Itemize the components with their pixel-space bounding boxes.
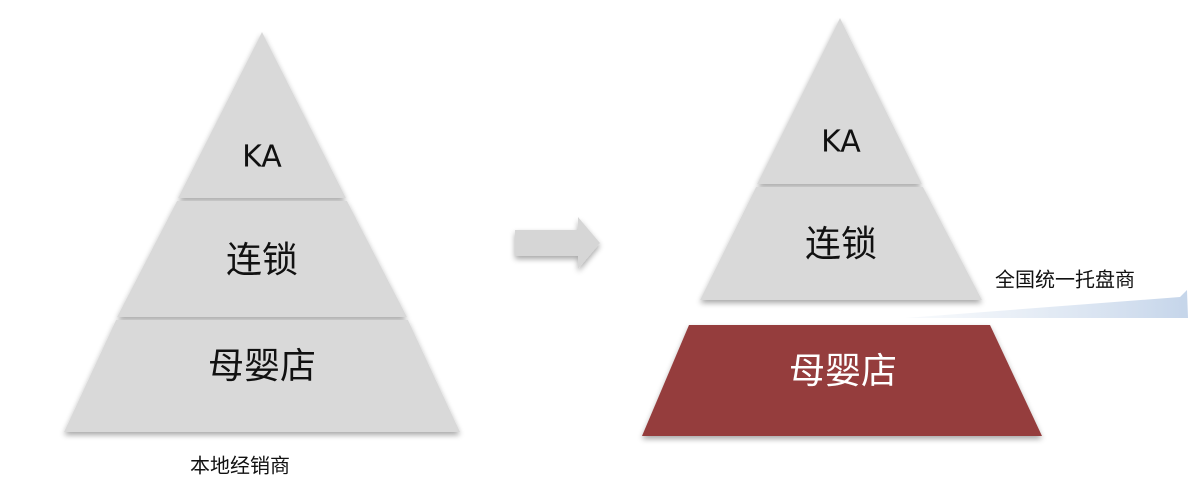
left-pyramid [64, 32, 460, 432]
right-tier-ka [757, 18, 922, 184]
right-tier-chain-label: 连锁 [805, 224, 877, 265]
left-tier-ka [178, 32, 346, 198]
right-tier-maternity-store-group [642, 325, 1042, 436]
callout-label: 全国统一托盘商 [995, 268, 1135, 292]
right-tier-maternity-store [642, 325, 1042, 436]
right-tier-ka-label: KA [821, 125, 861, 160]
left-tier-chain [117, 201, 407, 317]
left-caption: 本地经销商 [190, 454, 290, 478]
left-tier-maternity-store-label: 母婴店 [208, 346, 316, 387]
left-tier-chain-label: 连锁 [226, 240, 298, 281]
callout-wedge [905, 290, 1188, 318]
left-tier-maternity-store [64, 320, 460, 432]
transition-arrow [515, 217, 600, 269]
right-tier-maternity-store-label: 母婴店 [789, 351, 897, 392]
right-pyramid [700, 18, 982, 300]
right-tier-chain [700, 187, 982, 300]
left-tier-ka-label: KA [242, 140, 282, 175]
arrow-icon [515, 217, 600, 269]
